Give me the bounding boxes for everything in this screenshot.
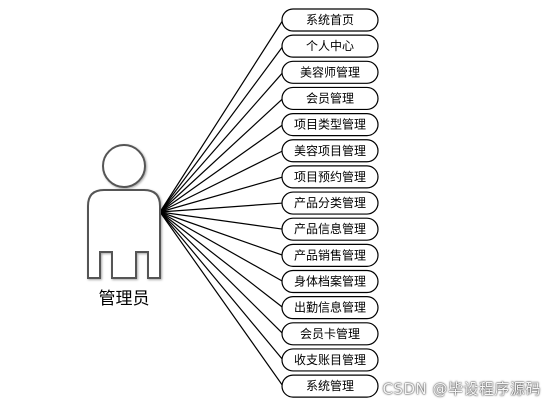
actor-label: 管理员 [99, 289, 150, 309]
module-box [281, 296, 379, 320]
module-box [281, 191, 379, 215]
module-node: 产品销售管理 [281, 243, 379, 267]
module-box [281, 139, 379, 163]
user-actor-icon [87, 144, 161, 279]
module-box [281, 34, 379, 58]
association-line [159, 211, 284, 230]
module-label: 产品分类管理 [294, 195, 366, 210]
module-node: 产品分类管理 [281, 191, 379, 215]
association-line [159, 45, 284, 213]
module-label: 美容项目管理 [294, 143, 366, 158]
module-box [281, 269, 379, 294]
module-box [281, 60, 379, 84]
module-node: 系统管理 [281, 374, 379, 398]
module-node: 美容项目管理 [281, 139, 379, 163]
module-node: 个人中心 [281, 34, 379, 58]
module-box [281, 86, 379, 111]
association-line [159, 71, 284, 213]
module-box [281, 165, 379, 189]
association-line [159, 211, 284, 256]
module-box [281, 112, 379, 137]
module-node: 出勤信息管理 [281, 296, 379, 320]
module-label: 系统管理 [306, 378, 354, 393]
module-node: 项目预约管理 [281, 165, 379, 189]
module-box [281, 217, 379, 241]
module-label: 产品信息管理 [294, 221, 366, 236]
module-list: 系统首页个人中心美容师管理会员管理项目类型管理美容项目管理项目预约管理产品分类管… [281, 8, 379, 398]
module-box [281, 374, 379, 398]
module-node: 项目类型管理 [281, 112, 379, 137]
module-label: 出勤信息管理 [294, 300, 366, 315]
module-label: 身体档案管理 [294, 274, 366, 289]
association-line [159, 211, 284, 309]
module-label: 收支账目管理 [294, 352, 366, 367]
watermark-text: CSDN @毕设程序源码 [382, 380, 541, 398]
association-line [159, 150, 284, 213]
association-line [159, 211, 284, 335]
association-line [159, 211, 284, 387]
association-line [159, 211, 284, 361]
module-label: 美容师管理 [300, 64, 360, 79]
association-line [159, 211, 284, 283]
module-node: 美容师管理 [281, 60, 379, 84]
module-box [281, 243, 379, 267]
association-line [159, 98, 284, 213]
module-box [281, 8, 379, 32]
module-node: 身体档案管理 [281, 269, 379, 294]
module-box [281, 348, 379, 372]
association-line [159, 124, 284, 213]
association-line [159, 19, 284, 213]
association-lines [159, 19, 284, 387]
module-label: 个人中心 [306, 38, 354, 53]
module-box [281, 322, 379, 346]
module-node: 系统首页 [281, 8, 379, 32]
module-label: 产品销售管理 [294, 247, 366, 262]
actor-figure: 管理员 [87, 144, 161, 309]
module-node: 收支账目管理 [281, 348, 379, 372]
association-line [159, 176, 284, 213]
association-line [159, 202, 284, 213]
module-label: 项目预约管理 [294, 169, 366, 184]
module-label: 项目类型管理 [294, 117, 366, 132]
module-label: 会员卡管理 [300, 326, 360, 341]
module-node: 产品信息管理 [281, 217, 379, 241]
module-node: 会员卡管理 [281, 322, 379, 346]
module-node: 会员管理 [281, 86, 379, 111]
module-label: 会员管理 [306, 90, 354, 105]
module-label: 系统首页 [306, 13, 354, 27]
